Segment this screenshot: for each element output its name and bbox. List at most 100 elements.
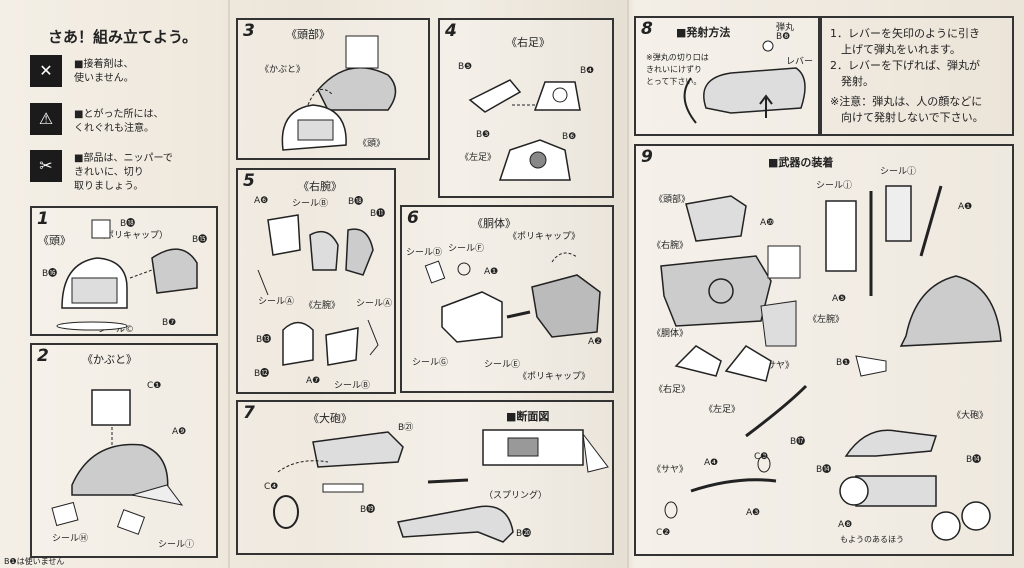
step-title: 《頭》	[38, 234, 71, 247]
part-label: B⓫	[370, 209, 386, 219]
step-6-panel: 6 《胴体》 《ポリキャップ》 シールⒹ シールⒻ A❶ シールⒼ シールⒺ A…	[400, 205, 614, 393]
part-label: B❶	[836, 358, 851, 368]
step-number: 1	[37, 209, 49, 229]
part-label: B⓭	[256, 335, 272, 345]
part-label: A❶	[958, 202, 973, 212]
step-9-panel: 9 ■武器の装着 《頭部》 A❿ シールⓙ シールⓙ A❶ 《右腕》 A❺ 《左…	[634, 144, 1014, 556]
fold-line-1	[228, 0, 230, 568]
note-nipper: ■部品は、ニッパーできれいに、切り取りましょう。	[74, 153, 173, 192]
head-diagram	[56, 219, 198, 331]
part-label: 《ポリキャップ》	[518, 372, 591, 382]
part-label: C❷	[656, 528, 671, 538]
part-label: B⓴	[516, 529, 532, 539]
note-no-glue: ■接着剤は、使いません。	[74, 59, 134, 84]
part-label: 《左腕》	[808, 315, 845, 325]
part-label: シールⒶ	[258, 297, 295, 307]
no-glue-icon: ✕	[30, 55, 62, 87]
step-title: 《胴体》	[472, 217, 516, 230]
part-label: A❺	[832, 294, 847, 304]
part-label: B❽	[776, 32, 791, 42]
part-label: 《ポリキャップ》	[508, 232, 581, 242]
footer-note: B❶は使いません	[4, 557, 65, 566]
part-label: もようのあるほう	[840, 535, 904, 544]
part-label: 《左腕》	[304, 301, 341, 311]
part-label: シールⒺ	[484, 360, 521, 370]
part-label: A❽	[838, 520, 853, 530]
part-label: シールⒷ	[292, 199, 329, 209]
part-label: A❾	[172, 427, 187, 437]
part-label: A❹	[704, 458, 719, 468]
step-title: 《かぶと》	[82, 353, 137, 366]
part-label: B❻	[562, 132, 577, 142]
part-label: 《胴体》	[652, 329, 689, 339]
step-title: ■武器の装着	[768, 156, 834, 169]
part-label: B❺	[458, 62, 473, 72]
feet-diagram	[468, 79, 581, 181]
part-label: B❸	[476, 130, 491, 140]
step-number: 6	[407, 208, 419, 228]
part-label: B⓮	[816, 465, 832, 475]
part-label: シールⒹ	[406, 248, 443, 258]
part-label: （ポリキャップ）	[96, 231, 169, 241]
step-number: 8	[641, 19, 653, 39]
part-label: B⓮	[966, 455, 982, 465]
part-label: シールⒷ	[334, 381, 371, 391]
part-label: A❷	[588, 337, 603, 347]
step-title: 《頭部》	[286, 28, 330, 41]
step-title: 《右腕》	[298, 180, 342, 193]
part-label: シールⓘ	[158, 540, 195, 550]
part-label: 《サヤ》	[758, 361, 795, 371]
torso-diagram	[424, 252, 601, 343]
step-number: 2	[37, 346, 49, 366]
part-label: シールⒻ	[448, 244, 485, 254]
step-number: 4	[445, 21, 457, 41]
step-title: 《右足》	[506, 36, 550, 49]
part-label: 《かぶと》	[260, 65, 306, 75]
part-label: C❹	[264, 482, 279, 492]
kabuto-diagram	[51, 389, 184, 535]
cannon-diagram	[273, 429, 609, 543]
section-diagram-title: ■断面図	[506, 410, 550, 423]
part-label: B⓲	[348, 197, 364, 207]
part-label: シールⓙ	[880, 167, 917, 177]
step-4-panel: 4 《右足》 B❺ B❹ B❸ B❻ 《左足》	[438, 18, 614, 198]
part-label: A❻	[254, 196, 269, 206]
part-label: B⓬	[254, 369, 270, 379]
part-label: B❹	[580, 66, 595, 76]
part-label: B⓰	[42, 269, 58, 279]
nipper-icon: ✂	[30, 150, 62, 182]
sharp-edge-icon: ⚠	[30, 103, 62, 135]
note-sharp-edge: ■とがった所には、くれぐれも注意。	[74, 109, 164, 134]
part-label: （スプリング）	[484, 491, 548, 501]
part-label: B❼	[162, 318, 177, 328]
part-label: 《左足》	[460, 153, 497, 163]
step-8-panel: 8 ■発射方法 ※弾丸の切り口はきれいにけずりとって下さい。 弾丸 B❽ レバー	[634, 16, 820, 136]
firing-diagram	[683, 40, 806, 124]
part-label: 《サヤ》	[652, 465, 689, 475]
cut-note: ※弾丸の切り口はきれいにけずりとって下さい。	[646, 53, 709, 86]
step-7-panel: 7 《大砲》 ■断面図 B㉑ B⓴ C❹ B⓳ （スプリング） B⓴	[236, 400, 614, 555]
part-label: レバー	[786, 57, 814, 67]
part-label: シールⓙ	[816, 181, 853, 191]
step-title: ■発射方法	[676, 26, 731, 39]
part-label: 《大砲》	[952, 411, 989, 421]
part-label: A❸	[746, 508, 761, 518]
part-label: 《左足》	[704, 405, 741, 415]
instructions-box	[820, 16, 1014, 136]
part-label: シールⒽ	[52, 534, 89, 544]
step-number: 9	[641, 147, 653, 167]
arms-diagram	[257, 214, 379, 366]
part-label: A❼	[306, 376, 321, 386]
step-number: 5	[243, 171, 255, 191]
part-label: A❿	[760, 218, 775, 228]
part-label: 《頭部》	[654, 195, 691, 205]
part-label: シール©	[98, 325, 135, 335]
part-label: B⓳	[360, 505, 376, 515]
head-assembly-diagram	[281, 35, 397, 151]
part-label: 《右腕》	[652, 241, 689, 251]
fold-line-2	[627, 0, 629, 568]
step-2-panel: 2 《かぶと》 C❶ A❾ シールⒽ シールⓘ	[30, 343, 218, 558]
part-label: 弾丸	[776, 23, 795, 33]
part-label: B㉑	[398, 423, 414, 433]
part-label: C❶	[147, 381, 162, 391]
